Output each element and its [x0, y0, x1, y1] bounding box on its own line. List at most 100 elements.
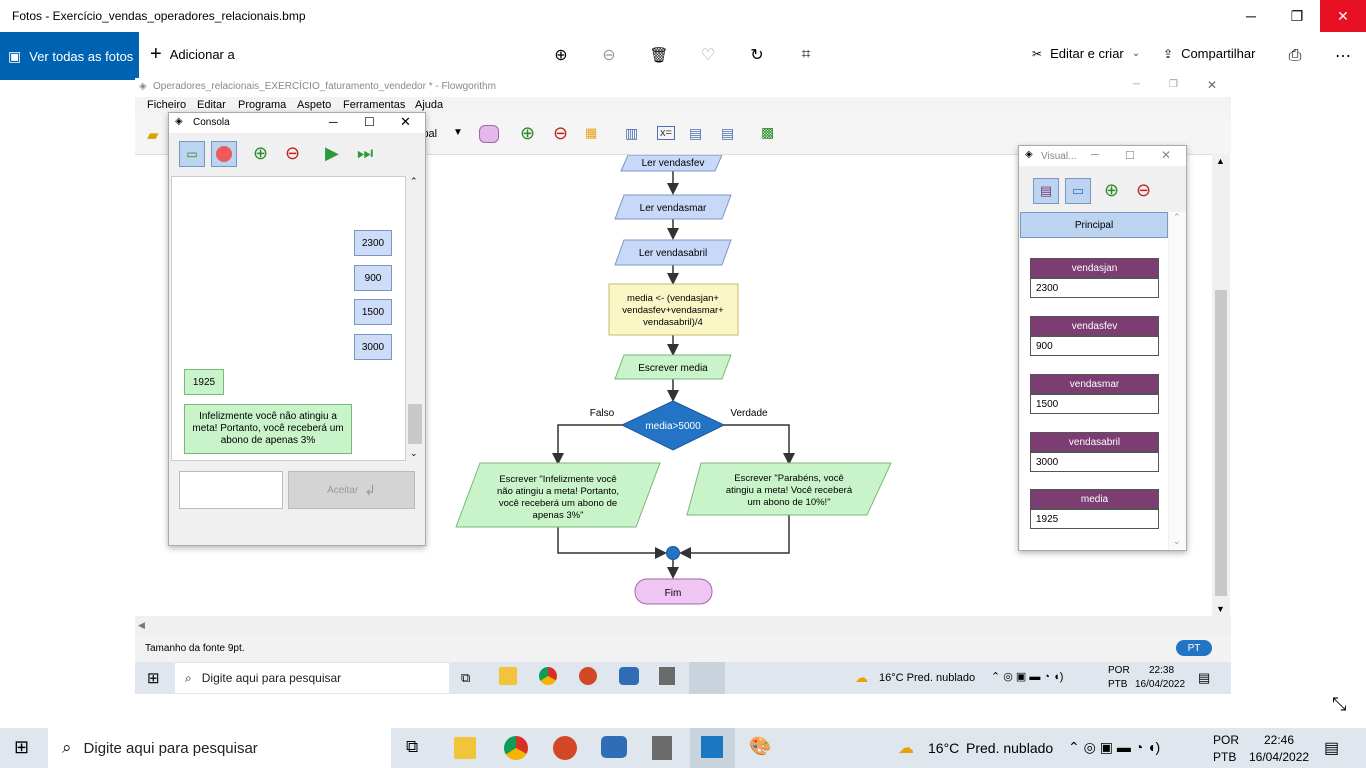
step-icon[interactable]: ⏭: [357, 143, 374, 163]
menu-programa[interactable]: Programa: [238, 99, 287, 111]
end-node[interactable]: [634, 578, 713, 605]
delete-icon[interactable]: 🗑: [649, 47, 669, 64]
source-code-icon[interactable]: ▤: [689, 125, 703, 141]
zoom-in-icon[interactable]: ⊕: [1104, 180, 1120, 200]
layout-icon[interactable]: ▥: [625, 125, 639, 141]
console-close-button[interactable]: ✕: [400, 114, 411, 129]
zoom-out-icon[interactable]: ⊖: [553, 123, 569, 143]
zoom-in-icon[interactable]: ⊕: [554, 47, 568, 64]
lang-line1[interactable]: POR: [1213, 733, 1240, 747]
chevron-down-icon[interactable]: ▼: [453, 127, 463, 138]
weather-text[interactable]: 16°C Pred. nublado: [879, 672, 976, 684]
file-explorer-icon[interactable]: [499, 667, 517, 685]
file-explorer-icon[interactable]: [454, 737, 476, 759]
task-view-icon[interactable]: ⧉: [461, 670, 471, 685]
assign-node[interactable]: [608, 283, 739, 336]
variable-watch-icon[interactable]: ▦: [585, 125, 598, 140]
scroll-down-icon[interactable]: ⌄: [410, 448, 418, 458]
task-view-icon[interactable]: ⧉: [406, 737, 419, 756]
stop-icon[interactable]: [211, 141, 237, 167]
taskbar-search-box[interactable]: ⌕ Digite aqui para pesquisar: [48, 728, 391, 768]
clock-date[interactable]: 16/04/2022: [1135, 679, 1186, 690]
console-input-field[interactable]: [179, 471, 283, 509]
watch-close-button[interactable]: ✕: [1161, 148, 1172, 162]
favorite-heart-icon[interactable]: ♡: [700, 47, 716, 64]
fullscreen-icon[interactable]: ⤡: [1332, 694, 1347, 714]
recorder-icon[interactable]: [619, 667, 639, 685]
tray-icons[interactable]: ⌃ ◎ ▣ ▬ ◔ ◖): [991, 671, 1064, 683]
input-node[interactable]: [614, 194, 732, 220]
run-icon[interactable]: ▶: [325, 143, 339, 163]
print-icon[interactable]: ⎙: [1288, 47, 1302, 64]
restore-button[interactable]: ❐: [1290, 7, 1304, 24]
watch-maximize-button[interactable]: ☐: [1125, 150, 1135, 162]
calculator-icon[interactable]: [659, 667, 675, 685]
paint-icon[interactable]: 🎨: [749, 736, 772, 756]
lang-line2[interactable]: PTB: [1213, 750, 1237, 764]
zoom-out-icon[interactable]: ⊖: [285, 143, 301, 163]
horizontal-scrollbar[interactable]: ◀: [135, 616, 1231, 636]
open-folder-icon[interactable]: ▰: [147, 127, 159, 144]
chrome-icon[interactable]: [539, 667, 557, 685]
chrome-icon[interactable]: [504, 736, 528, 760]
expression-icon[interactable]: x=: [657, 126, 675, 140]
scroll-up-icon[interactable]: ⌃: [1173, 212, 1181, 222]
scroll-thumb[interactable]: [408, 404, 422, 444]
language-badge[interactable]: PT: [1176, 640, 1212, 656]
menu-editar[interactable]: Editar: [197, 99, 226, 111]
powerpoint-icon[interactable]: [553, 736, 577, 760]
lang-line2[interactable]: PTB: [1108, 679, 1128, 690]
chart-icon[interactable]: ▤: [721, 125, 735, 141]
weather-desc[interactable]: Pred. nublado: [966, 740, 1054, 756]
windows-start-icon[interactable]: ⊞: [14, 737, 30, 757]
input-node[interactable]: [614, 239, 732, 266]
share-button[interactable]: ⇪ Compartilhar: [1163, 46, 1255, 61]
notifications-icon[interactable]: ▤: [1324, 740, 1340, 757]
lang-line1[interactable]: POR: [1108, 665, 1130, 676]
flowgorithm-taskbar-icon[interactable]: [689, 662, 725, 694]
watch-minimize-button[interactable]: ─: [1091, 149, 1099, 161]
clock-time[interactable]: 22:38: [1149, 665, 1175, 676]
watch-scrollbar[interactable]: ⌃ ⌄: [1169, 212, 1186, 550]
rotate-icon[interactable]: ↻: [750, 47, 764, 64]
add-to-button[interactable]: + Adicionar a: [150, 44, 235, 64]
minimize-button[interactable]: ─: [1246, 8, 1256, 24]
fg-close-button[interactable]: ✕: [1207, 78, 1218, 92]
calculator-icon[interactable]: [652, 736, 672, 760]
output-node[interactable]: [614, 354, 732, 380]
vertical-scrollbar[interactable]: ▲ ▼: [1212, 154, 1230, 616]
output-node-true[interactable]: [686, 462, 892, 516]
input-node[interactable]: [620, 154, 723, 172]
zoom-in-icon[interactable]: ⊕: [520, 123, 536, 143]
fg-minimize-button[interactable]: ─: [1133, 79, 1141, 90]
scroll-down-icon[interactable]: ⌄: [1173, 536, 1181, 546]
powerpoint-icon[interactable]: [579, 667, 597, 685]
clock-date[interactable]: 16/04/2022: [1249, 750, 1310, 764]
window-view-icon[interactable]: ▭: [1065, 178, 1091, 204]
tray-icons[interactable]: ⌃ ◎ ▣ ▬ ◔ ◖): [1068, 739, 1161, 755]
more-options-icon[interactable]: ⋯: [1335, 48, 1351, 65]
console-minimize-button[interactable]: ─: [329, 115, 338, 129]
crop-icon[interactable]: ⌗: [801, 46, 811, 63]
menu-ficheiro[interactable]: Ficheiro: [147, 99, 187, 111]
menu-ferramentas[interactable]: Ferramentas: [343, 99, 406, 111]
fg-restore-button[interactable]: ❐: [1169, 79, 1178, 90]
scroll-thumb[interactable]: [1215, 290, 1227, 596]
edit-create-button[interactable]: ✂ Editar e criar ⌄: [1032, 46, 1140, 61]
decision-node[interactable]: [620, 400, 726, 451]
recorder-icon[interactable]: [601, 736, 627, 758]
accept-button[interactable]: Aceitar ↲: [288, 471, 415, 509]
scroll-up-icon[interactable]: ⌃: [410, 176, 418, 186]
windows-start-icon[interactable]: ⊞: [147, 670, 160, 687]
add-function-icon[interactable]: [479, 125, 499, 143]
close-button[interactable]: ✕: [1320, 0, 1366, 32]
zoom-out-icon[interactable]: ⊖: [602, 47, 616, 64]
clock-time[interactable]: 22:46: [1264, 733, 1295, 747]
console-scrollbar[interactable]: ⌃ ⌄: [406, 176, 424, 461]
notifications-icon[interactable]: ▤: [1198, 670, 1211, 685]
console-maximize-button[interactable]: ☐: [364, 115, 375, 129]
weather-temp[interactable]: 16°C: [928, 740, 960, 756]
menu-ajuda[interactable]: Ajuda: [415, 99, 444, 111]
see-all-photos-button[interactable]: ▣ Ver todas as fotos: [0, 32, 139, 80]
menu-aspeto[interactable]: Aspeto: [297, 99, 332, 111]
